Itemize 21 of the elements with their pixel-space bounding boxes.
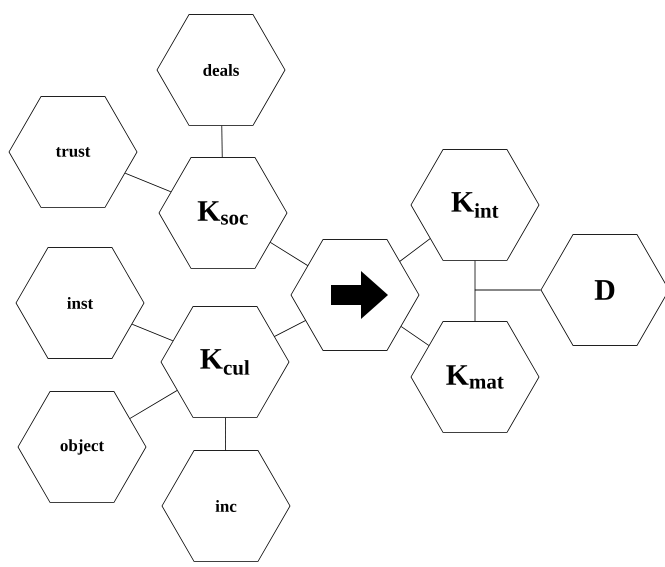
connector-line xyxy=(225,417,226,451)
hexagon-node: K$_{soc}$ xyxy=(158,157,288,269)
hexagon-node: deals xyxy=(156,14,286,126)
hexagon-node: object xyxy=(18,391,146,503)
connector-line xyxy=(132,324,174,342)
hexagon-node: D xyxy=(540,234,665,346)
connector-line xyxy=(124,172,172,192)
connector-line xyxy=(400,238,430,262)
connector-line xyxy=(270,242,308,266)
hexagon-node: K$_{int}$ xyxy=(410,149,540,261)
hexagon-node: inc xyxy=(162,450,290,562)
hexagon-node: inst xyxy=(16,247,144,359)
hexagon-node: K$_{mat}$ xyxy=(410,321,540,433)
connector-line xyxy=(474,290,541,322)
hexagon-node xyxy=(290,239,420,351)
connector-line xyxy=(221,125,223,158)
hexagon-node: trust xyxy=(8,96,138,208)
connector-line xyxy=(400,326,430,346)
connector-line xyxy=(274,320,306,337)
connector-line xyxy=(130,390,178,419)
hexagon-node: K$_{cul}$ xyxy=(160,306,290,418)
